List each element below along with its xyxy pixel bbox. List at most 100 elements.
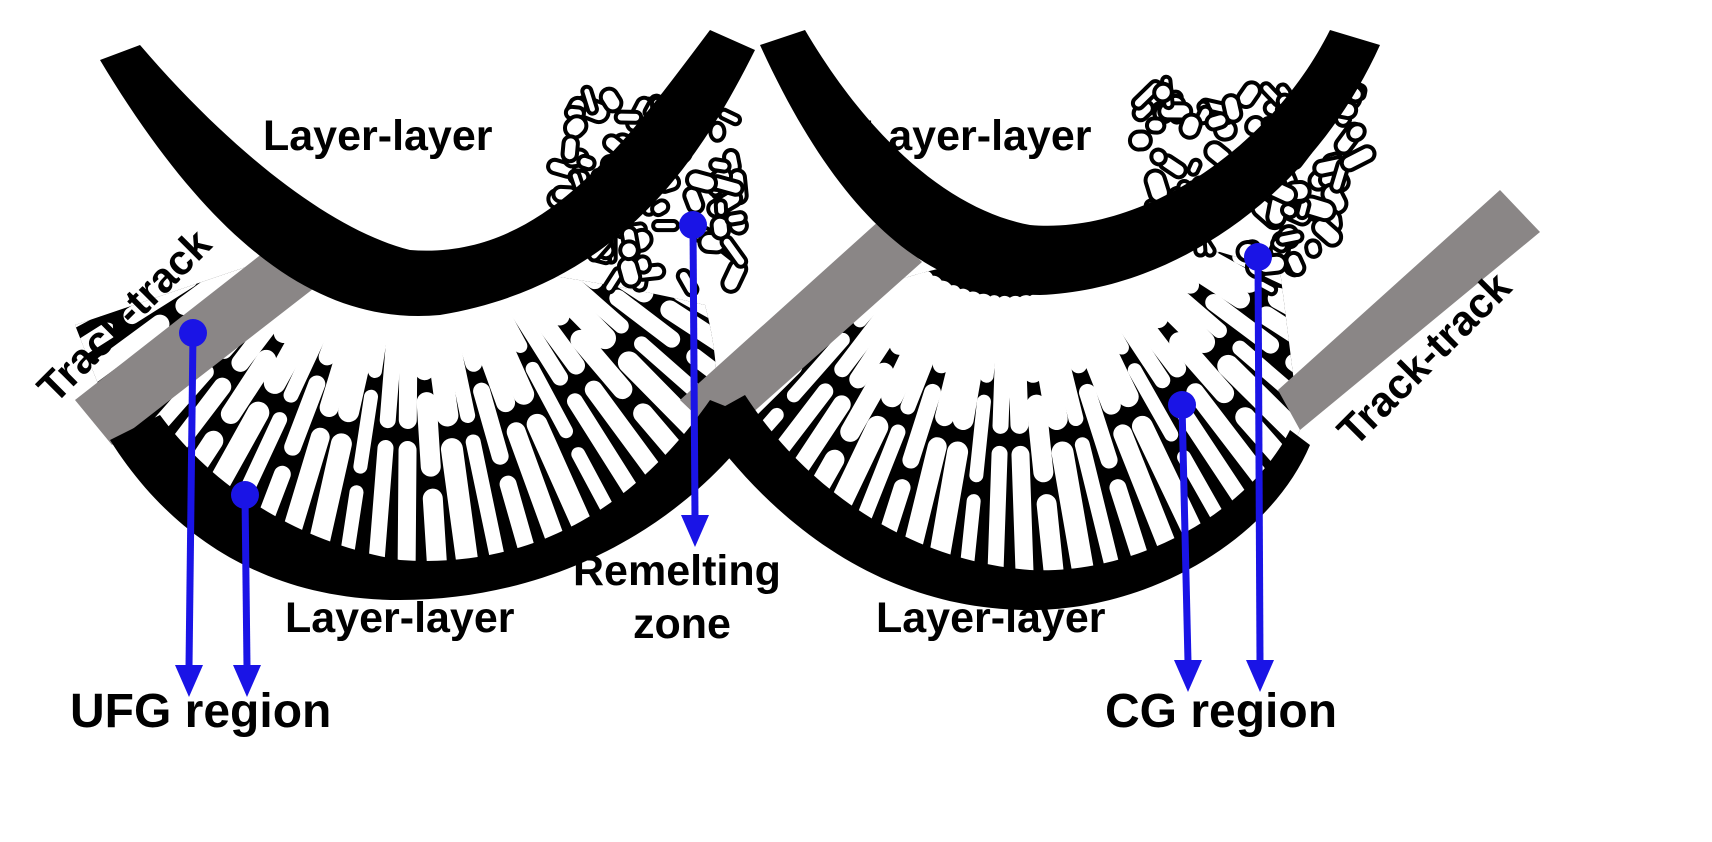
columnar-grain	[506, 422, 565, 549]
columnar-grain	[932, 288, 972, 374]
columnar-grain	[1127, 363, 1179, 442]
columnar-grain	[1048, 288, 1088, 374]
label-ufg-region: UFG region	[70, 685, 331, 738]
columnar-grain	[1026, 394, 1054, 483]
columnar-grain	[277, 427, 330, 556]
marker-arrow-head	[1174, 660, 1202, 692]
columnar-grain	[927, 441, 969, 578]
columnar-grain	[525, 361, 574, 439]
columnar-grain	[840, 362, 894, 442]
columnar-grain	[398, 295, 418, 429]
equiaxed-grain	[598, 86, 624, 114]
ufg-marker-1	[175, 319, 207, 697]
columnar-grain	[220, 349, 277, 424]
equiaxed-grain	[562, 114, 589, 140]
marker-dot	[231, 481, 259, 509]
columnar-grain	[379, 295, 406, 429]
equiaxed-grain	[713, 198, 729, 218]
columnar-grain	[263, 274, 340, 394]
columnar-grain	[467, 281, 535, 405]
marker-arrow-head	[175, 665, 203, 697]
columnar-grain	[900, 285, 961, 415]
equiaxed-grain	[576, 153, 597, 172]
columnar-grain	[686, 348, 720, 407]
columnar-grain	[1078, 383, 1118, 469]
marker-dot	[1168, 391, 1196, 419]
marker-dot	[179, 319, 207, 347]
columnar-grain	[1186, 383, 1278, 497]
equiaxed-grain	[1339, 144, 1377, 173]
columnar-grain	[570, 329, 633, 400]
track-band-left	[75, 228, 340, 445]
marker-arrow-head	[681, 515, 709, 547]
columnar-grain	[786, 332, 850, 403]
columnar-grain	[422, 488, 447, 570]
columnar-grain	[1095, 264, 1187, 378]
equiaxed-grain	[1346, 122, 1367, 143]
equiaxed-grain	[1304, 238, 1323, 259]
columnar-grain	[902, 383, 942, 469]
marker-arrow-head	[233, 665, 261, 697]
columnar-grain	[1169, 332, 1235, 404]
columnar-grain	[899, 437, 947, 572]
columnar-grain	[465, 434, 505, 565]
equiaxed-grain	[1178, 112, 1203, 140]
marker-dot	[1244, 243, 1272, 271]
equiaxed-grain	[1275, 229, 1305, 247]
equiaxed-grain	[651, 219, 680, 233]
columnar-grain	[571, 447, 619, 524]
equiaxed-grain	[560, 134, 580, 164]
label-layer-bottom-left: Layer-layer	[285, 594, 515, 642]
layer-boundary-top-right	[760, 30, 1380, 295]
equiaxed-grain	[618, 239, 640, 262]
label-layer-top-left: Layer-layer	[263, 112, 493, 160]
columnar-grain	[368, 440, 394, 570]
columnar-grain	[889, 275, 944, 355]
columnar-grain	[969, 394, 991, 483]
columnar-grain	[283, 280, 349, 403]
columnar-grain	[1011, 445, 1034, 580]
columnar-grain	[1051, 441, 1094, 578]
columnar-grain	[849, 270, 934, 389]
marker-dot	[679, 211, 707, 239]
columnar-grain	[457, 286, 516, 413]
region-markers	[175, 211, 1274, 697]
marker-arrow-shaft	[1254, 256, 1264, 663]
columnar-grain	[987, 445, 1008, 580]
marker-arrow-head	[1246, 660, 1274, 692]
columnar-grain	[284, 375, 326, 456]
columnar-grain	[397, 440, 417, 570]
columnar-grain	[416, 392, 441, 477]
marker-arrow-shaft	[689, 224, 699, 518]
columnar-grain	[1057, 285, 1121, 415]
label-layer-top-right: Layer-layer	[862, 112, 1092, 160]
columnar-grain	[1177, 450, 1228, 529]
equiaxed-grain	[708, 157, 732, 174]
equiaxed-grain	[724, 210, 748, 227]
track-band-middle	[680, 220, 922, 440]
columnar-grain	[1006, 295, 1029, 434]
equiaxed-grain	[613, 109, 644, 125]
columnar-grain	[834, 264, 925, 378]
columnar-grain	[526, 413, 594, 538]
columnar-grain	[499, 475, 536, 558]
marker-arrow-shaft	[1178, 404, 1192, 663]
marker-arrow-shaft	[185, 332, 197, 668]
columnar-grain	[319, 288, 372, 418]
columnar-grain	[1036, 494, 1064, 580]
label-zone: zone	[633, 600, 731, 648]
columnar-grain	[952, 293, 994, 430]
layer-boundary-bottom-left	[110, 400, 760, 600]
columnar-grain	[1086, 270, 1171, 389]
columnar-grain	[1109, 479, 1149, 564]
equiaxed-grain	[580, 84, 599, 116]
columnar-grain	[489, 270, 569, 386]
columnar-grain	[881, 280, 954, 408]
equiaxed-grain	[1152, 81, 1174, 104]
equiaxed-grain	[1186, 157, 1203, 177]
columnar-grain	[1113, 424, 1177, 555]
equiaxed-grain	[708, 120, 727, 143]
cg-marker-2	[1244, 243, 1274, 692]
columnar-grain	[306, 433, 352, 564]
